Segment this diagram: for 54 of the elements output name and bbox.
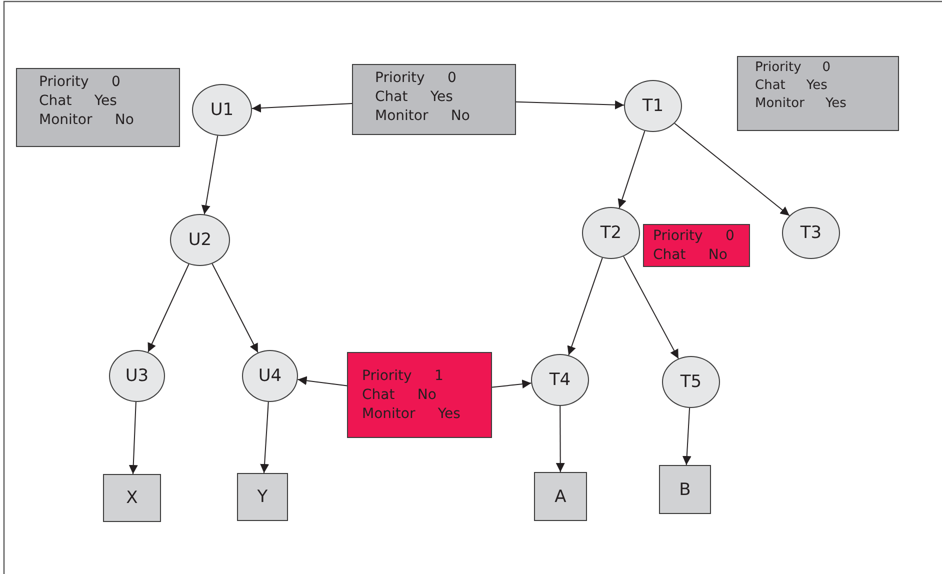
arrow: [251, 103, 352, 113]
arrow: [260, 401, 270, 474]
status-box: [737, 56, 899, 131]
arrow: [682, 407, 692, 466]
node-label: U3: [125, 366, 149, 386]
arrow: [128, 401, 138, 474]
node-label: U4: [258, 366, 282, 386]
status-line: Chat No: [362, 386, 438, 405]
leaf-box: [534, 472, 587, 521]
node-label: T4: [549, 370, 571, 390]
status-line: Monitor Yes: [755, 95, 848, 113]
tree-node-ellipse: [782, 207, 840, 259]
status-line: Priority 0: [375, 69, 458, 88]
node-label: X: [126, 488, 138, 508]
node-label: B: [679, 480, 691, 500]
status-line: Monitor No: [39, 111, 135, 130]
tree-node-ellipse: [582, 207, 640, 259]
node-label: T3: [800, 223, 822, 243]
status-line: Monitor No: [375, 107, 471, 126]
arrow: [567, 257, 603, 356]
arrow: [297, 376, 348, 386]
status-line: Priority 0: [755, 59, 832, 77]
status-line: Chat Yes: [39, 92, 118, 111]
arrow: [212, 263, 258, 354]
leaf-box: [237, 473, 288, 521]
arrow: [148, 264, 190, 353]
status-line: Priority 1: [362, 367, 444, 386]
status-box: [16, 68, 180, 147]
status-box: [352, 64, 516, 135]
node-label: T5: [680, 372, 702, 392]
leaf-box: [103, 474, 161, 522]
arrow: [556, 406, 565, 472]
arrow: [674, 122, 790, 216]
tree-node-ellipse: [624, 80, 682, 132]
status-line: Monitor Yes: [362, 405, 462, 424]
status-line: Chat Yes: [755, 77, 828, 95]
node-label: U2: [188, 230, 212, 250]
status-box: [643, 224, 750, 267]
node-label: T1: [642, 96, 664, 116]
arrow: [492, 380, 532, 388]
arrow: [201, 135, 218, 215]
arrow: [516, 100, 625, 110]
status-line: Chat Yes: [375, 88, 454, 107]
node-label: U1: [210, 100, 234, 120]
arrow: [623, 256, 679, 360]
status-box: [347, 352, 492, 438]
node-label: T2: [600, 223, 622, 243]
arrow: [618, 130, 646, 209]
status-line: Chat No: [653, 246, 728, 265]
status-line: Priority 0: [39, 73, 122, 92]
node-label: A: [554, 486, 566, 506]
status-line: Priority 0: [653, 227, 736, 246]
leaf-box: [659, 465, 711, 514]
node-label: Y: [257, 487, 268, 507]
